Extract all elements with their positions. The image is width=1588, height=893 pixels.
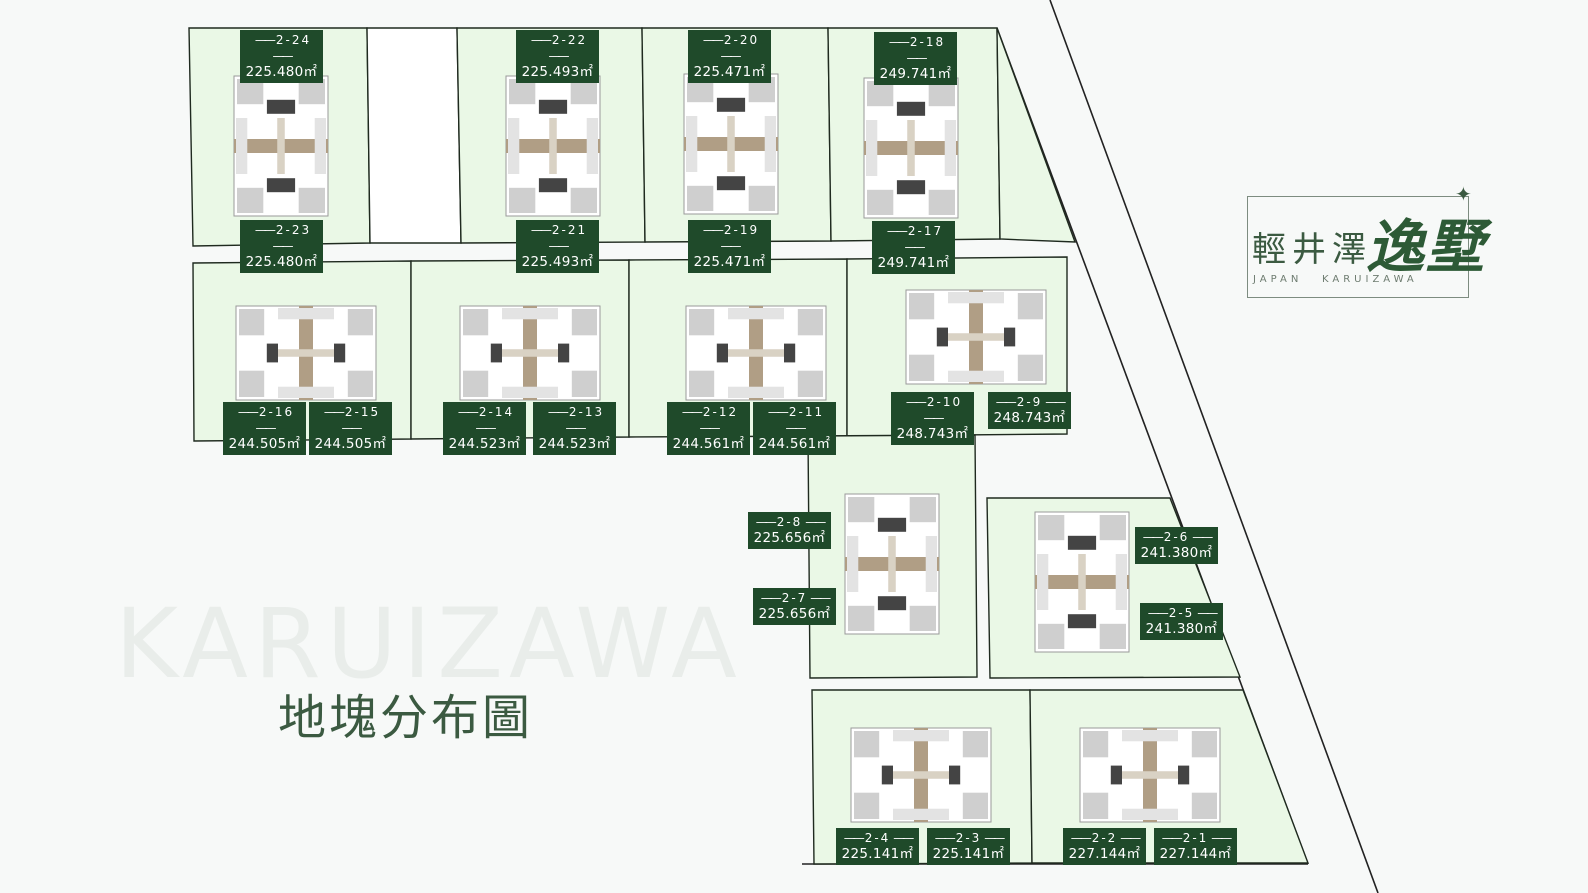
house-plan-2-22-2-21 [505, 75, 601, 217]
house-plan-2-16-2-15 [235, 305, 377, 401]
brand-sub-right: KARUIZAWA [1322, 274, 1418, 285]
lot-tag-2-10[interactable]: 2-10248.743㎡ [891, 392, 974, 445]
lot-tag-2-14[interactable]: 2-14244.523㎡ [443, 402, 526, 455]
lot-tag-2-9[interactable]: 2-9248.743㎡ [988, 392, 1071, 429]
lot-tag-2-20[interactable]: 2-20225.471㎡ [688, 30, 771, 83]
lot-tag-2-2[interactable]: 2-2227.144㎡ [1063, 828, 1146, 865]
brand-name: 輕井澤 [1252, 230, 1372, 270]
lot-tag-2-17[interactable]: 2-17249.741㎡ [872, 221, 955, 274]
house-plan-2-12-2-11 [685, 305, 827, 401]
lot-tag-2-13[interactable]: 2-13244.523㎡ [533, 402, 616, 455]
lot-tag-2-15[interactable]: 2-15244.505㎡ [309, 402, 392, 455]
house-plan-2-8-2-7 [844, 493, 940, 635]
map-title: 地塊分布圖 [278, 690, 534, 746]
brand-accent-calligraphy: 逸墅 [1366, 213, 1487, 281]
lot-tag-2-7[interactable]: 2-7225.656㎡ [753, 588, 836, 625]
lot-tag-2-21[interactable]: 2-21225.493㎡ [516, 220, 599, 273]
lot-tag-2-19[interactable]: 2-19225.471㎡ [688, 220, 771, 273]
lot-tag-2-1[interactable]: 2-1227.144㎡ [1154, 828, 1237, 865]
house-plan-2-10-2-9 [905, 289, 1047, 385]
parcel-corner-strip [996, 27, 1077, 243]
watermark-text: KARUIZAWA [115, 588, 743, 700]
house-plan-2-2-2-1 [1079, 727, 1221, 823]
house-plan-2-14-2-13 [459, 305, 601, 401]
lot-tag-2-3[interactable]: 2-3225.141㎡ [927, 828, 1010, 865]
lot-tag-2-8[interactable]: 2-8225.656㎡ [748, 512, 831, 549]
lot-tag-2-12[interactable]: 2-12244.561㎡ [667, 402, 750, 455]
house-plan-2-20-2-19 [683, 73, 779, 215]
house-plan-2-6-2-5 [1034, 511, 1130, 653]
road-edge-east [1049, 0, 1379, 893]
house-plan-2-4-2-3 [850, 727, 992, 823]
lot-tag-2-22[interactable]: 2-22225.493㎡ [516, 30, 599, 83]
lot-tag-2-11[interactable]: 2-11244.561㎡ [753, 402, 836, 455]
lot-tag-2-16[interactable]: 2-16244.505㎡ [223, 402, 306, 455]
sparkle-icon: ✦ [1455, 182, 1472, 206]
parcel-vacant [366, 27, 462, 244]
lot-tag-2-6[interactable]: 2-6241.380㎡ [1135, 527, 1218, 564]
house-plan-2-24-2-23 [233, 75, 329, 217]
lot-tag-2-18[interactable]: 2-18249.741㎡ [874, 32, 957, 85]
lot-tag-2-23[interactable]: 2-23225.480㎡ [240, 220, 323, 273]
lot-tag-2-4[interactable]: 2-4225.141㎡ [836, 828, 919, 865]
house-plan-2-18-2-17 [863, 77, 959, 219]
brand-logo-frame [1247, 196, 1469, 298]
brand-sub-left: JAPAN [1253, 274, 1303, 285]
lot-tag-2-5[interactable]: 2-5241.380㎡ [1140, 603, 1223, 640]
lot-tag-2-24[interactable]: 2-24225.480㎡ [240, 30, 323, 83]
